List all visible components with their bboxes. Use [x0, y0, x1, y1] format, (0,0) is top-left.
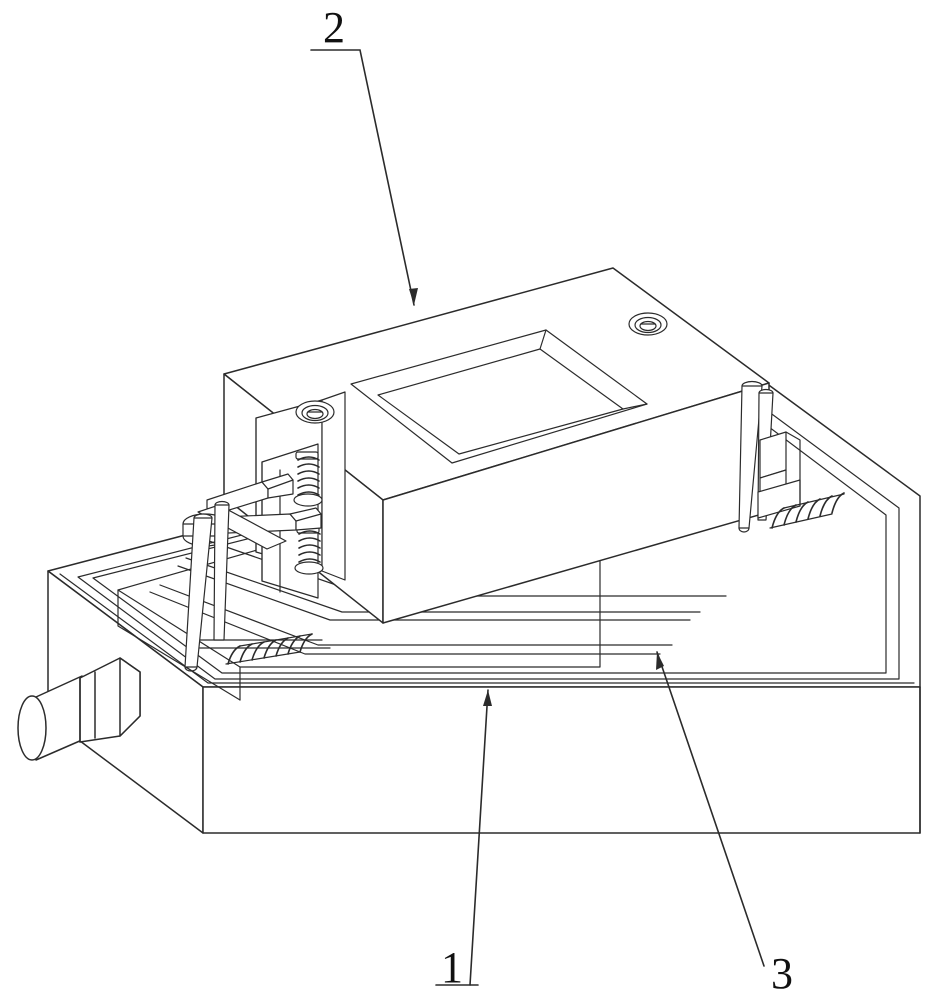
die-pocket-wall-right: [622, 403, 648, 410]
reference-numeral-3: 3: [771, 949, 793, 998]
coil-spring-channel-left-upper-edge: [239, 633, 313, 647]
coil-spring-channel-right-lower-edge: [769, 513, 833, 529]
socket-fastener-left: [295, 400, 335, 424]
socket-fastener-right-socket: [639, 320, 657, 332]
coil-spring-channel-left-coils: [227, 633, 313, 665]
die-block-window-inner-wall: [321, 391, 346, 581]
guide-post-left: [184, 513, 213, 672]
hex-nut-shaft-assembly: [17, 657, 141, 761]
spring-lower-left-coils: [298, 530, 321, 563]
base-front-face: [202, 686, 921, 834]
base-guide-rail-1-top: [159, 584, 673, 646]
coil-spring-channel-left-lower-edge: [225, 651, 301, 665]
guide-post-left-bottom: [184, 666, 198, 672]
right-clamp-block-side-edge: [785, 431, 801, 507]
base-rim-inset-edge: [59, 573, 915, 684]
leader-arrow-1: [483, 690, 492, 706]
spring-lower-left-base-washer: [294, 561, 324, 575]
socket-fastener-right: [628, 312, 668, 336]
coil-spring-channel-right-coils: [771, 492, 845, 529]
spring-upper-left-coils: [297, 456, 320, 496]
coil-spring-channel-left: [225, 633, 313, 665]
leader-line-1: [469, 689, 489, 986]
hex-nut-side-face: [119, 657, 141, 737]
base-cavity-left-wall: [117, 589, 241, 701]
leader-arrow-3: [656, 652, 664, 670]
guide-post-right-bottom: [738, 527, 750, 533]
coil-spring-upper-left: [293, 451, 323, 507]
reference-leaders: [310, 49, 765, 986]
lever-rod-upper-block-edge: [267, 479, 294, 490]
shaft-end-face: [17, 695, 47, 761]
base-guide-rail-2: [177, 565, 691, 621]
leader-line-3: [656, 651, 765, 967]
coil-spring-channel-right: [769, 492, 845, 529]
guide-post-right: [738, 380, 763, 533]
reference-numeral-2: 2: [323, 3, 345, 52]
left-clamp-assembly: [182, 443, 324, 672]
leader-line-2: [310, 49, 415, 306]
right-clamp-assembly: [738, 380, 845, 533]
guide-post-left-inner: [213, 500, 230, 641]
coil-spring-channel-right-upper-edge: [783, 493, 845, 509]
reference-numeral-1: 1: [441, 943, 463, 992]
upper-die-block: [223, 267, 770, 624]
leader-arrow-2: [409, 288, 418, 305]
guide-post-left-inner-shaft: [213, 504, 230, 641]
lever-rod-lower-block-edge: [295, 513, 322, 522]
socket-fastener-left-socket: [306, 408, 324, 420]
spring-upper-left-base-washer: [293, 493, 323, 507]
base-guide-rail-2-top: [185, 557, 701, 613]
die-pocket-wall-back: [539, 329, 547, 350]
